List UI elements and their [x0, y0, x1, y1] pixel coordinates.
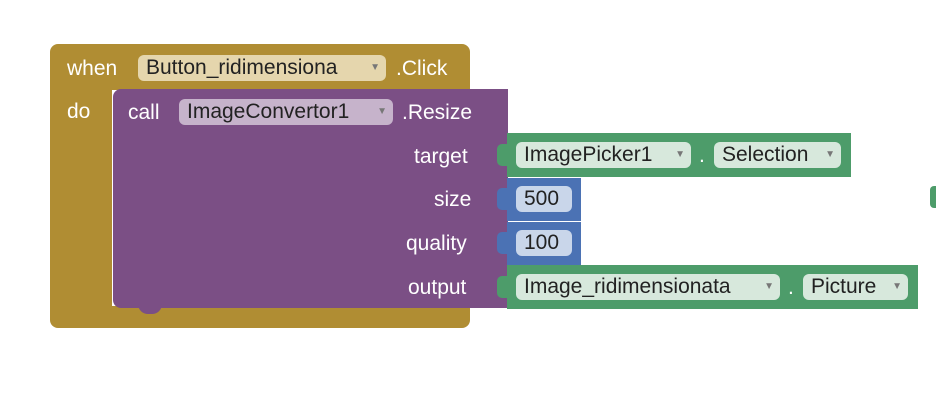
target-property-dropdown[interactable]: Selection ▼: [714, 142, 841, 168]
call-method-label: .Resize: [402, 101, 473, 124]
param-quality-label: quality: [406, 232, 467, 255]
target-dot: .: [699, 144, 705, 167]
call-component-label: ImageConvertor1: [187, 100, 350, 123]
output-dot: .: [788, 276, 794, 299]
chevron-down-icon: ▼: [675, 149, 685, 160]
size-number-field[interactable]: 500: [516, 186, 572, 212]
call-block-bottom-notch: [138, 304, 162, 314]
target-component-dropdown[interactable]: ImagePicker1 ▼: [516, 142, 691, 168]
param-size-label: size: [434, 188, 472, 211]
target-connector-tab: [497, 144, 507, 166]
do-label: do: [67, 100, 91, 123]
quality-number-field[interactable]: 100: [516, 230, 572, 256]
call-resize-block[interactable]: [113, 89, 508, 308]
chevron-down-icon: ▼: [764, 281, 774, 292]
target-component-label: ImagePicker1: [524, 143, 653, 166]
event-component-label: Button_ridimensiona: [146, 56, 338, 79]
output-property-dropdown[interactable]: Picture ▼: [803, 274, 908, 300]
event-name-label: .Click: [396, 57, 448, 80]
target-property-label: Selection: [722, 143, 809, 166]
output-connector-tab: [497, 276, 507, 298]
output-property-label: Picture: [811, 275, 877, 298]
event-component-dropdown[interactable]: Button_ridimensiona ▼: [138, 55, 386, 81]
quality-number-value: 100: [524, 231, 560, 254]
param-target-label: target: [414, 145, 468, 168]
size-number-value: 500: [524, 187, 560, 210]
offscreen-block-edge[interactable]: [930, 186, 936, 208]
size-connector-tab: [497, 188, 507, 210]
output-component-dropdown[interactable]: Image_ridimensionata ▼: [516, 274, 780, 300]
when-event-bottom-bar: [50, 306, 470, 328]
chevron-down-icon: ▼: [370, 62, 380, 73]
chevron-down-icon: ▼: [377, 106, 387, 117]
chevron-down-icon: ▼: [892, 281, 902, 292]
param-output-label: output: [408, 276, 467, 299]
output-component-label: Image_ridimensionata: [524, 275, 731, 298]
call-component-dropdown[interactable]: ImageConvertor1 ▼: [179, 99, 393, 125]
when-event-do-arm: [50, 88, 112, 316]
chevron-down-icon: ▼: [825, 149, 835, 160]
when-label: when: [67, 57, 118, 80]
quality-connector-tab: [497, 232, 507, 254]
call-label: call: [128, 101, 160, 124]
